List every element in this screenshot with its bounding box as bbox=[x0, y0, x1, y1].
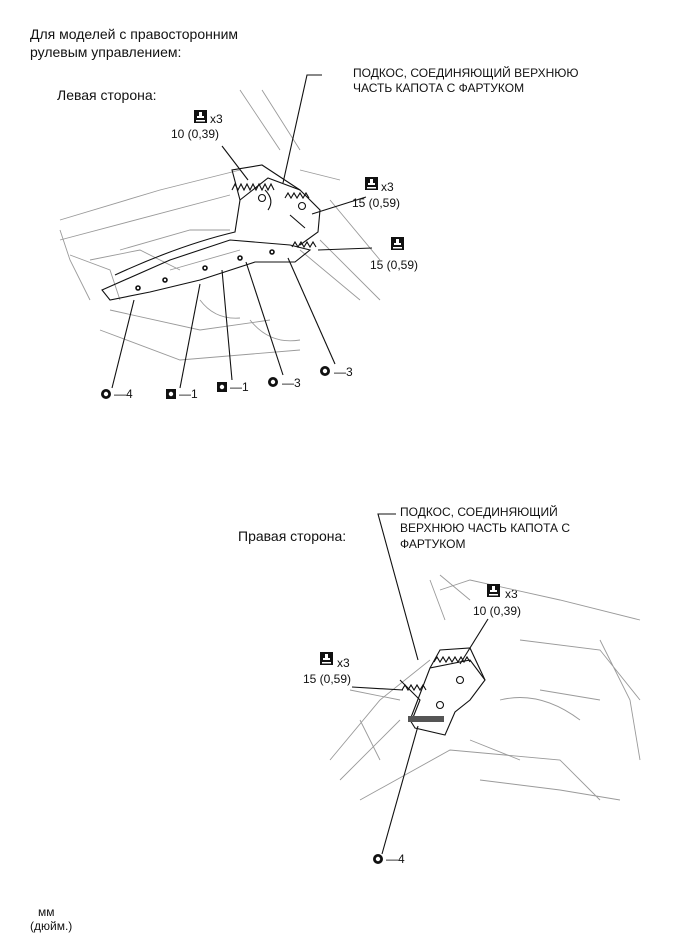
bolt-round-icon bbox=[373, 854, 383, 864]
right-torque-a-value: 10 (0,39) bbox=[473, 604, 522, 618]
left-torque-b-value: 15 (0,59) bbox=[352, 196, 401, 210]
right-torque-a-multiplier: x3 bbox=[505, 587, 518, 601]
bolt-round-icon bbox=[320, 366, 330, 376]
left-torque-b-multiplier: x3 bbox=[381, 180, 394, 194]
left-bolt-label-3b: —3 bbox=[334, 365, 353, 379]
left-torque-a-value: 10 (0,39) bbox=[171, 127, 220, 141]
units-line-2: (дюйм.) bbox=[30, 919, 73, 933]
left-part-label-line-2: ЧАСТЬ КАПОТА С ФАРТУКОМ bbox=[353, 81, 525, 95]
torque-wrench-icon bbox=[194, 110, 207, 123]
left-bolt-label-1a: —1 bbox=[179, 387, 198, 401]
left-torque-c-value: 15 (0,59) bbox=[370, 258, 419, 272]
units-line-1: мм bbox=[38, 905, 55, 919]
right-side-title: Правая сторона: bbox=[238, 528, 347, 544]
left-bolt-label-1b: —1 bbox=[230, 380, 249, 394]
bolt-round-icon bbox=[268, 377, 278, 387]
torque-wrench-icon bbox=[365, 177, 378, 190]
left-torque-a-multiplier: x3 bbox=[210, 112, 223, 126]
torque-wrench-icon bbox=[487, 584, 500, 597]
bolt-square-icon bbox=[217, 382, 227, 392]
bolt-round-icon bbox=[101, 389, 111, 399]
right-bolt-label-4: —4 bbox=[386, 852, 405, 866]
left-bolt-label-3a: —3 bbox=[282, 376, 301, 390]
header-line-1: Для моделей с правосторонним bbox=[30, 26, 239, 42]
left-part-label-line-1: ПОДКОС, СОЕДИНЯЮЩИЙ ВЕРХНЮЮ bbox=[353, 66, 579, 80]
left-side-title: Левая сторона: bbox=[57, 87, 157, 103]
right-part-label-line-3: ФАРТУКОМ bbox=[400, 537, 466, 551]
torque-wrench-icon bbox=[320, 652, 333, 665]
header-line-2: рулевым управлением: bbox=[30, 44, 182, 60]
right-engine-bay-drawing bbox=[329, 513, 641, 855]
right-torque-b-multiplier: x3 bbox=[337, 656, 350, 670]
right-part-label-line-2: ВЕРХНЮЮ ЧАСТЬ КАПОТА С bbox=[400, 521, 571, 535]
torque-wrench-icon bbox=[391, 237, 404, 250]
left-bolt-label-4: —4 bbox=[114, 387, 133, 401]
right-torque-b-value: 15 (0,59) bbox=[303, 672, 352, 686]
bolt-square-icon bbox=[166, 389, 176, 399]
left-engine-bay-drawing bbox=[59, 74, 381, 389]
right-part-label-line-1: ПОДКОС, СОЕДИНЯЮЩИЙ bbox=[400, 505, 558, 519]
